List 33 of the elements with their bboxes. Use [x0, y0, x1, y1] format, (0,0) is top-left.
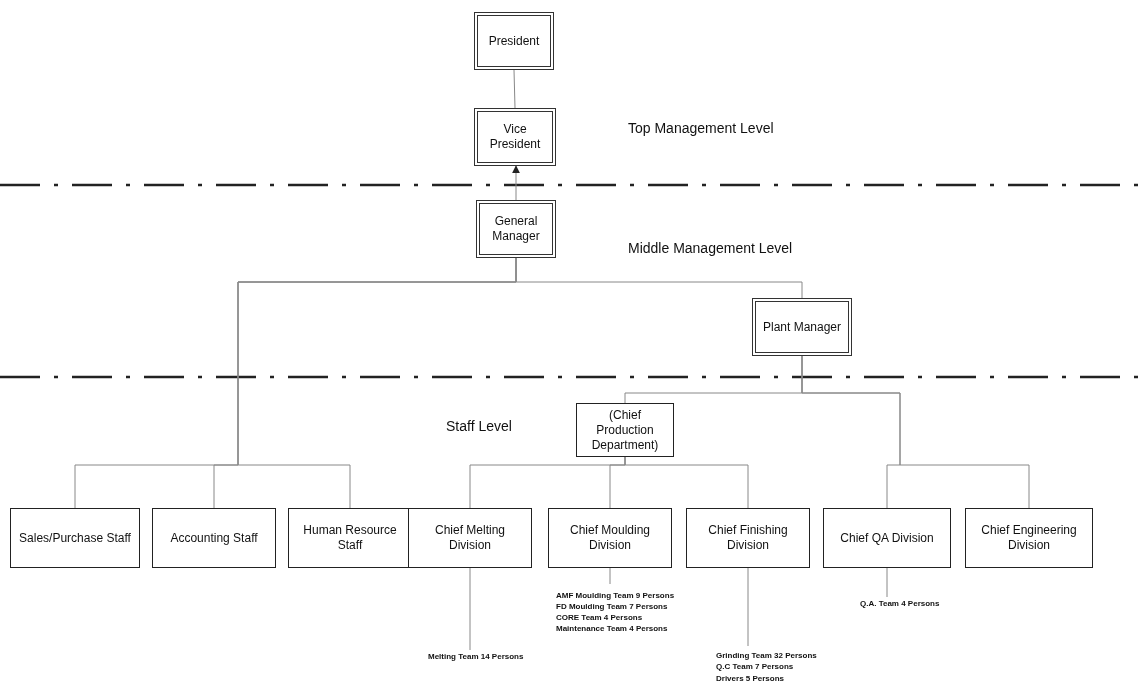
position-box: Chief Moulding Division	[548, 508, 672, 568]
connector-line	[513, 69, 516, 109]
position-box: Vice President	[474, 108, 556, 166]
connector-line	[747, 567, 749, 647]
team-note: Drivers 5 Persons	[716, 672, 785, 684]
connector-line	[512, 165, 520, 201]
connector-line	[801, 355, 1030, 509]
connector-line	[886, 567, 888, 598]
position-box: Chief QA Division	[823, 508, 951, 568]
connector-line	[469, 567, 471, 651]
level-label: Middle Management Level	[628, 240, 793, 256]
team-note: Grinding Team 32 Persons	[716, 650, 817, 662]
position-box: General Manager	[476, 200, 556, 258]
position-box: President	[474, 12, 554, 70]
connector-line	[515, 257, 803, 299]
position-box: Chief Finishing Division	[686, 508, 810, 568]
position-box: Chief Engineering Division	[965, 508, 1093, 568]
team-note: Q.C Team 7 Persons	[716, 661, 794, 673]
team-note: Maintenance Team 4 Persons	[556, 623, 668, 635]
position-box: (Chief Production Department)	[576, 403, 674, 457]
team-note: AMF Moulding Team 9 Persons	[556, 589, 675, 601]
position-box: Sales/Purchase Staff	[10, 508, 140, 568]
level-label: Top Management Level	[628, 120, 774, 136]
team-note: CORE Team 4 Persons	[556, 612, 643, 624]
position-box: Plant Manager	[752, 298, 852, 356]
position-box: Accounting Staff	[152, 508, 276, 568]
team-note: FD Moulding Team 7 Persons	[556, 600, 668, 612]
connector-line	[609, 567, 611, 585]
team-note: Q.A. Team 4 Persons	[860, 598, 940, 610]
team-note: Melting Team 14 Persons	[428, 651, 524, 663]
level-label: Staff Level	[446, 418, 512, 434]
connector-line	[624, 456, 749, 509]
position-box: Chief Melting Division	[408, 508, 532, 568]
